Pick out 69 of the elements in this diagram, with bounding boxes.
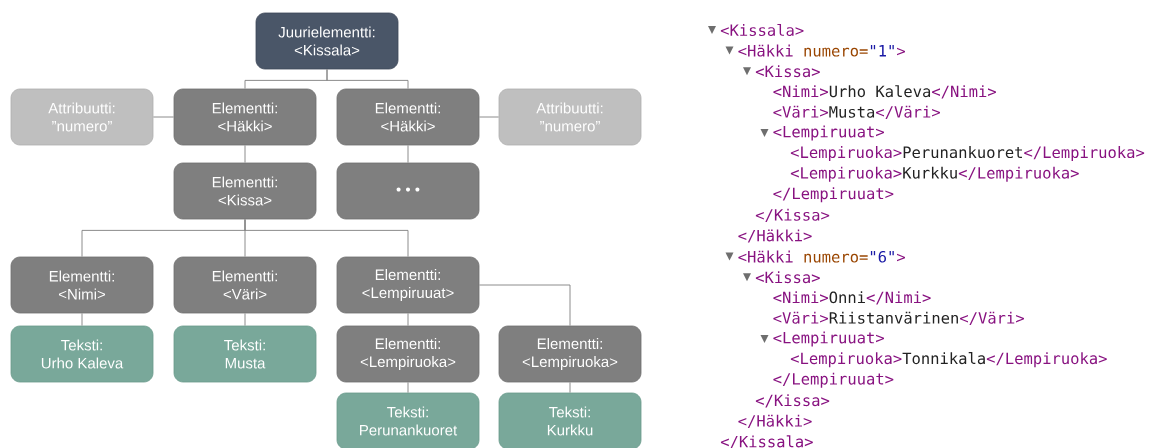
- code-tag: </Lempiruoka>: [986, 352, 1107, 368]
- code-tag: </Kissa>: [755, 208, 830, 222]
- code-tag: </Väri>: [876, 105, 940, 119]
- connector-line: [244, 218, 409, 258]
- code-tag: <Kissa>: [755, 65, 820, 78]
- code-tag: <Lempiruoka>: [790, 146, 902, 162]
- connector-line: [152, 116, 175, 118]
- element-text: Urho Kaleva: [829, 85, 930, 98]
- attribute-value: "6": [870, 250, 894, 263]
- code-tag: <Lempiruoka>: [790, 166, 902, 182]
- code-tag: >: [897, 47, 905, 56]
- code-tag: <Häkki: [738, 250, 793, 263]
- connector-line: [478, 284, 571, 327]
- attribute-name: numero=: [804, 253, 868, 263]
- text-box: Teksti: Musta: [173, 325, 317, 383]
- element-box: Elementti: <Kissa>: [173, 162, 317, 220]
- attribute-box: Attribuutti: ”numero”: [10, 88, 154, 146]
- text-box: Teksti: Kurkku: [498, 392, 642, 448]
- connector-line: [569, 381, 571, 394]
- code-tag: </Nimi>: [932, 85, 996, 99]
- code-tag: <Nimi>: [773, 291, 828, 303]
- element-box: Elementti: <Häkki>: [173, 88, 317, 146]
- code-tag: </Lempiruoka>: [1024, 146, 1145, 162]
- element-box: Elementti: <Lempiruoka>: [498, 325, 642, 383]
- code-tag: </Lempiruoka>: [958, 166, 1079, 182]
- code-tag: <Lempiruuat>: [773, 331, 884, 347]
- connector-line: [81, 312, 83, 327]
- code-tag: </Häkki>: [738, 229, 812, 243]
- element-text: Perunankuoret: [903, 146, 1022, 159]
- code-tag: </Lempiruuat>: [773, 372, 894, 388]
- code-tag: </Väri>: [960, 311, 1024, 325]
- element-text: Kurkku: [903, 166, 957, 179]
- code-tag: >: [897, 253, 905, 262]
- connector-line: [244, 312, 246, 327]
- code-tag: <Häkki: [738, 44, 793, 57]
- text-box: Teksti: Perunankuoret: [336, 392, 480, 448]
- element-box: • • •: [336, 162, 480, 220]
- connector-line: [244, 144, 246, 164]
- attribute-value: "1": [870, 45, 894, 57]
- element-text: Musta: [829, 106, 875, 118]
- connector-line: [478, 116, 500, 118]
- element-box: Elementti: <Lempiruoka>: [336, 325, 480, 383]
- code-tag: </Nimi>: [866, 291, 931, 305]
- element-box: Elementti: <Häkki>: [336, 88, 480, 146]
- connector-line: [407, 312, 409, 327]
- code-tag: <Kissa>: [755, 271, 820, 284]
- attribute-name: numero=: [804, 47, 868, 57]
- code-tag: <Lempiruoka>: [790, 352, 902, 368]
- attribute-box: Attribuutti: ”numero”: [498, 88, 642, 146]
- code-tag: </Kissala>: [720, 435, 813, 448]
- element-text: Onni: [829, 291, 865, 304]
- code-tag: <Nimi>: [773, 85, 828, 97]
- element-box: Elementti: <Väri>: [173, 256, 317, 314]
- element-text: Tonnikala: [902, 352, 985, 365]
- connector-line: [407, 381, 409, 394]
- code-tag: <Väri>: [773, 105, 828, 118]
- code-tag: <Kissala>: [720, 23, 804, 37]
- element-box: Elementti: <Lempiruuat>: [336, 256, 480, 314]
- code-tag: <Väri>: [773, 311, 828, 324]
- code-tag: <Lempiruuat>: [773, 125, 884, 141]
- root-element-box: Juurielementti: <Kissala>: [255, 12, 399, 70]
- element-box: Elementti: <Nimi>: [10, 256, 154, 314]
- code-tag: </Lempiruuat>: [773, 187, 894, 203]
- code-tag: </Häkki>: [738, 414, 812, 428]
- element-text: Riistanvärinen: [829, 311, 958, 324]
- connector-line: [407, 144, 409, 164]
- connector-line: [326, 68, 409, 90]
- text-box: Teksti: Urho Kaleva: [10, 325, 154, 383]
- code-tag: </Kissa>: [755, 394, 830, 408]
